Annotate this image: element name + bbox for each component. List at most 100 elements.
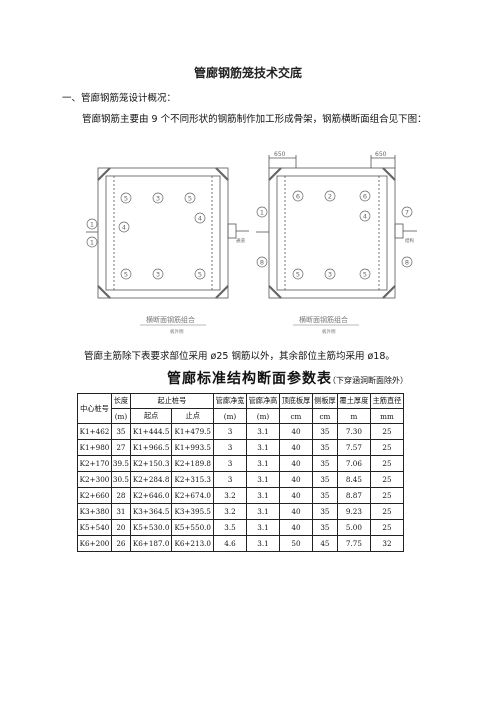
table-cell: 40 [278,439,313,456]
left-figure-caption: 横断面钢筋组合 [146,315,195,324]
table-cell: 40 [278,471,313,488]
table-cell: 40 [278,519,313,536]
table-cell: 35 [311,423,338,440]
right-figure-subcaption: 板外侧 [322,328,336,335]
col-station-range: 起止桩号 [129,393,215,409]
rebar-mark: 3 [328,271,332,279]
table-row: K1+462 35 K1+444.5 K1+479.5 3 3.1 40 35 … [77,423,405,440]
table-cell: K2+300 [77,471,112,488]
table-row: K2+170 39.5 K2+150.3 K2+189.8 3 3.1 40 3… [77,455,405,472]
table-cell: K6+213.0 [171,535,215,552]
table-cell: 3.1 [246,503,280,520]
rebar-mark: 8 [405,259,409,267]
table-cell: K2+284.8 [129,471,173,488]
left-inner-frame [105,175,221,291]
right-figure-caption: 横断面钢筋组合 [299,315,348,324]
unit-cover: m [336,408,371,424]
rebar-mark: 7 [405,209,409,217]
table-cell: K1+479.5 [171,423,215,440]
table-cell: K1+444.5 [129,423,173,440]
table-cell: 35 [311,503,338,520]
table-cell: 3.1 [246,519,280,536]
left-outer-frame [97,167,229,299]
table-cell: 26 [111,535,131,552]
table-cell: K2+170 [77,455,112,472]
unit-top: cm [278,408,313,424]
col-clear-width: 管廊净宽 [213,393,247,409]
rebar-mark: 1 [90,239,94,247]
table-cell: 7.75 [336,535,371,552]
table-cell: 40 [278,503,313,520]
rebar-mark: 5 [124,271,128,279]
table-cell: K3+395.5 [171,503,215,520]
table-cell: 35 [311,487,338,504]
table-cell: K5+530.0 [129,519,173,536]
col-start: 起点 [129,408,173,424]
table-row: K3+380 31 K3+364.5 K3+395.5 3.2 3.1 40 3… [77,503,405,520]
unit-side: cm [311,408,338,424]
rebar-mark: 6 [296,193,300,201]
dimension-label: 650 [375,151,387,158]
rebar-mark: 1 [260,209,264,217]
table-cell: K2+646.0 [129,487,173,504]
table-cell: 3 [213,423,247,440]
document-title: 管廊钢筋笼技术交底 [193,66,302,80]
section-parameter-table: 中心桩号 长度 起止桩号 管廊净宽 管廊净高 顶底板厚 侧板厚 覆土厚度 主筋直… [77,393,405,552]
table-cell: K5+540 [77,519,112,536]
intro-paragraph: 管廊钢筋主要由 9 个不同形状的钢筋制作加工形成骨架，钢筋横断面组合见下图： [82,114,427,125]
dimension-label: 650 [274,151,286,158]
rebar-cross-section-figure: 5 3 5 4 4 5 3 5 1 1 6 2 6 4 5 3 5 1 8 8 … [86,151,417,335]
col-clear-height: 管廊净高 [246,393,280,409]
rebar-mark: 4 [122,224,126,232]
table-title: 管廊标准结构断面参数表 [167,371,332,387]
table-cell: 25 [369,503,405,520]
col-slab-thickness: 顶底板厚 [278,393,313,409]
left-figure-subcaption: 板外侧 [170,328,184,335]
table-cell: 35 [311,455,338,472]
table-row: K6+200 26 K6+187.0 K6+213.0 4.6 3.1 50 4… [77,535,405,552]
table-cell: 8.45 [336,471,371,488]
table-cell: 3 [213,471,247,488]
rebar-mark: 5 [363,271,367,279]
table-cell: 5.00 [336,519,371,536]
col-rebar-diameter: 主筋直径 [369,393,405,409]
table-cell: K2+660 [77,487,112,504]
table-cell: 40 [278,423,313,440]
unit-length: (m) [111,408,131,424]
table-cell: 25 [369,487,405,504]
col-cover-depth: 覆土厚度 [336,393,371,409]
table-cell: 39.5 [111,455,131,472]
table-cell: K6+187.0 [129,535,173,552]
table-cell: 3.5 [213,519,247,536]
table-cell: 50 [278,535,313,552]
table-cell: K1+993.5 [171,439,215,456]
table-cell: 3.1 [246,471,280,488]
table-cell: 3 [213,455,247,472]
table-cell: K1+966.5 [129,439,173,456]
table-cell: 3 [213,439,247,456]
table-cell: 32 [369,535,405,552]
rebar-mark: 3 [156,195,160,203]
table-cell: 3.1 [246,439,280,456]
table-row: K2+660 28 K2+646.0 K2+674.0 3.2 3.1 40 3… [77,487,405,504]
table-cell: K2+674.0 [171,487,215,504]
table-cell: 7.30 [336,423,371,440]
table-cell: 7.57 [336,439,371,456]
table-cell: K2+189.8 [171,455,215,472]
table-cell: K2+150.3 [129,455,173,472]
unit-width: (m) [213,408,247,424]
table-row: K1+980 27 K1+966.5 K1+993.5 3 3.1 40 35 … [77,439,405,456]
table-cell: 45 [311,535,338,552]
col-length: 长度 [111,393,131,409]
table-cell: 30.5 [111,471,131,488]
rebar-mark: 4 [363,213,367,221]
table-cell: 35 [311,519,338,536]
table-cell: K5+550.0 [171,519,215,536]
table-row: K2+300 30.5 K2+284.8 K2+315.3 3 3.1 40 3… [77,471,405,488]
col-end: 止点 [171,408,215,424]
unit-height: (m) [246,408,280,424]
table-cell: 28 [111,487,131,504]
table-subtitle: （下穿涵洞断面除外） [328,376,408,385]
rebar-mark: 5 [296,271,300,279]
table-cell: 3.2 [213,487,247,504]
